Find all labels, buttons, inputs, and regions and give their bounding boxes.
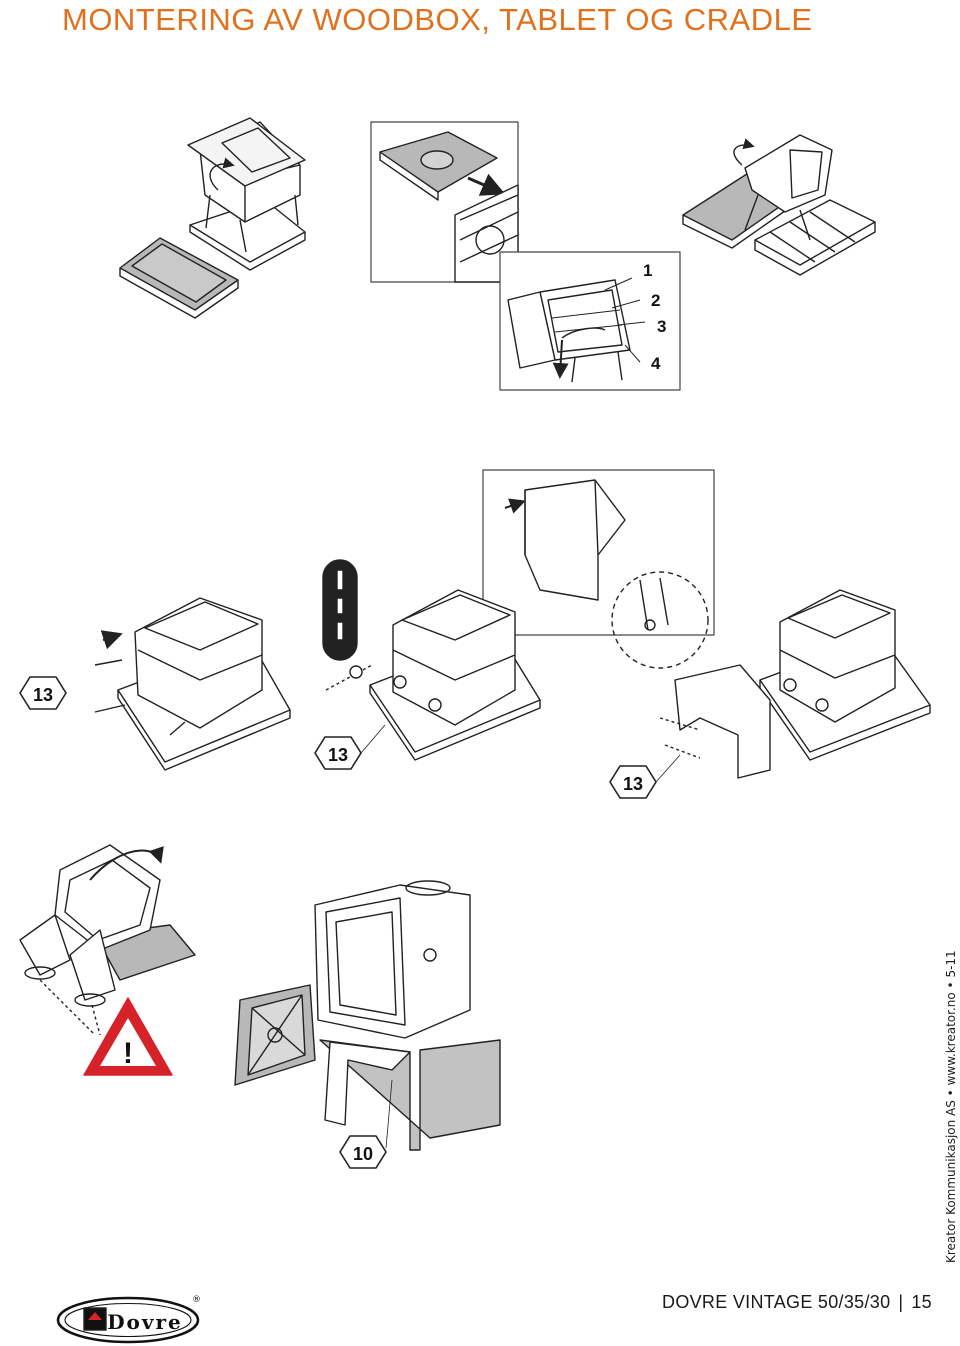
step-badge-13-c <box>609 754 681 799</box>
stove-on-cradle-illustration <box>314 880 501 1151</box>
step-badge-13-b <box>314 724 386 770</box>
footer-separator: | <box>898 1292 904 1312</box>
step-badge-13-a-label: 13 <box>33 685 53 705</box>
callout-3: 3 <box>657 317 666 336</box>
bolt-strip-illustration <box>322 559 373 691</box>
logo-text: Dovre <box>107 1310 183 1334</box>
stove-left-illustration <box>94 597 291 771</box>
woodbox-stove-illustration <box>187 117 306 271</box>
woodbox-detail-illustration <box>504 479 709 669</box>
woodbox-tray <box>119 237 239 319</box>
stove-right-illustration <box>659 589 931 779</box>
step-badge-13-c-label: 13 <box>623 774 643 794</box>
open-door-illustration <box>507 277 646 383</box>
logo-registered-mark: ® <box>192 1295 201 1305</box>
footer: DOVRE VINTAGE 50/35/30 | 15 <box>662 1292 932 1313</box>
footer-page-number: 15 <box>911 1292 932 1312</box>
door-panel-illustration <box>234 984 316 1086</box>
page-title: MONTERING AV WOODBOX, TABLET OG CRADLE <box>62 2 813 37</box>
step-badge-10-label: 10 <box>353 1144 373 1164</box>
top-plate-illustration <box>379 131 519 283</box>
dovre-logo <box>56 1296 200 1344</box>
callout-4: 4 <box>651 354 661 373</box>
callout-2: 2 <box>651 291 660 310</box>
step-badge-13-a <box>19 676 67 710</box>
warning-triangle-icon <box>83 997 173 1076</box>
warning-symbol: ! <box>123 1037 133 1070</box>
step-badge-10 <box>339 1079 393 1169</box>
step-badge-13-b-label: 13 <box>328 745 348 765</box>
cradle-flip-illustration <box>19 844 196 1036</box>
sidebar-credit: Kreator Kommunikasjon AS • www.kreator.n… <box>944 950 958 1263</box>
callout-1: 1 <box>643 261 652 280</box>
stove-middle-illustration <box>369 589 541 761</box>
footer-product: DOVRE VINTAGE 50/35/30 <box>662 1292 891 1312</box>
tilted-stove-illustration <box>682 134 876 276</box>
